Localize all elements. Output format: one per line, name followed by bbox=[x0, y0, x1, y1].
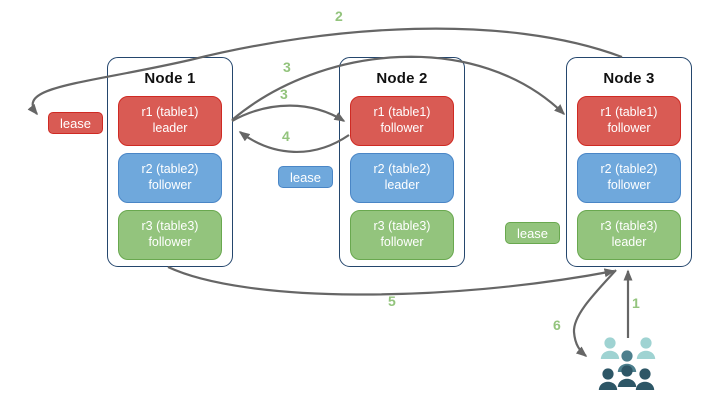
arrow-step6-node3-to-users bbox=[572, 269, 617, 357]
node-2-title: Node 2 bbox=[376, 70, 428, 87]
replica-role: follower bbox=[380, 235, 424, 249]
node-1-title: Node 1 bbox=[144, 70, 196, 87]
replica-name: r1 (table1) bbox=[600, 105, 658, 120]
replica-name: r2 (table2) bbox=[141, 162, 199, 177]
replica-name: r3 (table3) bbox=[141, 219, 199, 234]
replica-role: follower bbox=[380, 121, 424, 135]
replica-name: r1 (table1) bbox=[141, 105, 199, 120]
node-3-replica-r2: r2 (table2) follower bbox=[577, 153, 681, 203]
node-1-replica-r2: r2 (table2) follower bbox=[118, 153, 222, 203]
arrow-step4-node2-to-node1 bbox=[238, 131, 350, 153]
replica-name: r3 (table3) bbox=[600, 219, 658, 234]
node-1-replica-r3: r3 (table3) follower bbox=[118, 210, 222, 260]
step-label-5: 5 bbox=[388, 293, 396, 309]
lease-tag-r3: lease bbox=[505, 222, 560, 244]
node-1-box: Node 1 r1 (table1) leader r2 (table2) fo… bbox=[107, 57, 233, 267]
step-label-3a: 3 bbox=[283, 59, 291, 75]
node-2-box: Node 2 r1 (table1) follower r2 (table2) … bbox=[339, 57, 465, 267]
arrow-step5-node1-to-node3 bbox=[167, 266, 616, 296]
node-3-replica-r1: r1 (table1) follower bbox=[577, 96, 681, 146]
replica-name: r2 (table2) bbox=[600, 162, 658, 177]
replica-role: leader bbox=[384, 178, 420, 192]
lease-tag-r1: lease bbox=[48, 112, 103, 134]
replica-name: r1 (table1) bbox=[373, 105, 431, 120]
node-2-replica-r2: r2 (table2) leader bbox=[350, 153, 454, 203]
node-3-title: Node 3 bbox=[603, 70, 655, 87]
replica-role: leader bbox=[152, 121, 188, 135]
replica-role: follower bbox=[148, 178, 192, 192]
step-label-6: 6 bbox=[553, 317, 561, 333]
step-label-2: 2 bbox=[335, 8, 343, 24]
replica-role: follower bbox=[148, 235, 192, 249]
arrow-step3-node1-to-node2 bbox=[231, 104, 346, 122]
node-3-box: Node 3 r1 (table1) follower r2 (table2) … bbox=[566, 57, 692, 267]
step-label-1: 1 bbox=[632, 295, 640, 311]
replica-role: leader bbox=[611, 235, 647, 249]
replica-role: follower bbox=[607, 121, 651, 135]
replica-name: r3 (table3) bbox=[373, 219, 431, 234]
node-2-replica-r1: r1 (table1) follower bbox=[350, 96, 454, 146]
replica-name: r2 (table2) bbox=[373, 162, 431, 177]
replica-role: follower bbox=[607, 178, 651, 192]
step-label-3b: 3 bbox=[280, 86, 288, 102]
node-3-replica-r3: r3 (table3) leader bbox=[577, 210, 681, 260]
lease-tag-r2: lease bbox=[278, 166, 333, 188]
step-label-4: 4 bbox=[282, 128, 290, 144]
node-2-replica-r3: r3 (table3) follower bbox=[350, 210, 454, 260]
users-icon bbox=[598, 337, 656, 390]
node-1-replica-r1: r1 (table1) leader bbox=[118, 96, 222, 146]
